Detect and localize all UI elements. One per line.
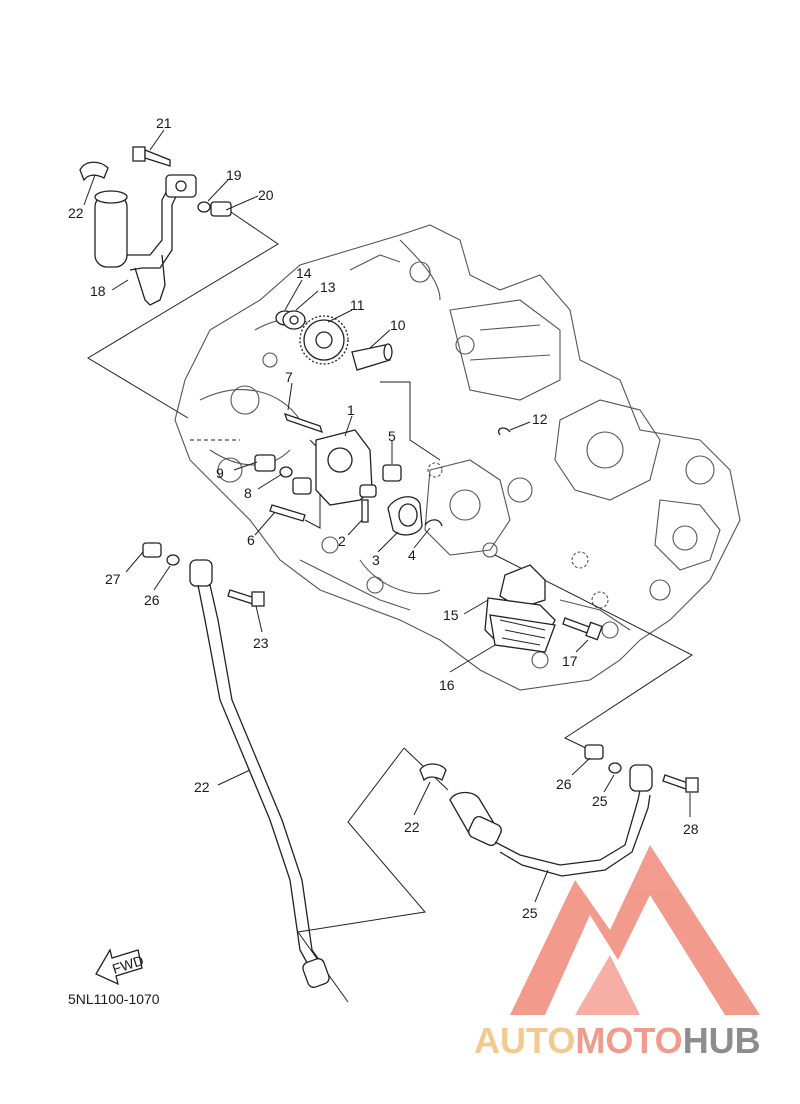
callout-5: 5: [388, 428, 396, 444]
bolt-part-7: [283, 412, 324, 434]
callout-22-lower: 22: [404, 819, 420, 835]
callout-18: 18: [90, 283, 106, 299]
hose-end-part-23: [302, 958, 330, 988]
callout-11: 11: [350, 297, 365, 313]
callout-1: 1: [347, 402, 355, 418]
engine-crankcase: [174, 224, 741, 691]
callout-23: 22: [194, 779, 210, 795]
oil-strainer-assembly: [484, 564, 603, 653]
elbow-fitting-left: [189, 559, 213, 587]
callout-labels: 21 19 20 22 18 14 13 11 10 7 1 5 12 9 8 …: [68, 115, 699, 921]
circlip-part-4: [424, 519, 443, 527]
watermark-text: AUTOMOTOHUB: [474, 1020, 761, 1061]
callout-19: 19: [226, 167, 242, 183]
strainer-body-part-15: [499, 564, 546, 609]
shaft-part-10: [351, 344, 391, 371]
callout-7: 7: [285, 369, 293, 385]
dowel-part-5: [382, 464, 402, 482]
callout-17: 17: [562, 653, 578, 669]
callout-13: 13: [320, 279, 336, 295]
oring-part-19: [197, 201, 211, 213]
hose-part-18: [94, 194, 128, 268]
oring-part-25-right: [608, 762, 622, 774]
callout-10: 10: [390, 317, 406, 333]
fwd-label: FWD: [110, 952, 145, 977]
pin-part-2: [361, 499, 369, 523]
callout-16: 16: [439, 677, 455, 693]
callout-26-right: 26: [556, 776, 572, 792]
oring-part-25-left: [166, 554, 180, 566]
leader-lines: [83, 129, 691, 903]
collar-part-26-right: [584, 744, 604, 760]
callout-25-right: 25: [592, 793, 608, 809]
clamp-part-22-upper: [79, 161, 109, 182]
group-lines: [87, 209, 693, 1003]
bolt-part-21: [132, 146, 146, 162]
callout-25-left: 26: [144, 592, 160, 608]
oring-part-8: [279, 466, 293, 478]
hose-part-27: [468, 816, 502, 846]
watermark-logo: AUTOMOTOHUB: [474, 845, 761, 1061]
collar-part-9: [254, 454, 276, 472]
collar-part-26-left: [142, 542, 162, 558]
callout-12: 12: [532, 411, 548, 427]
clip-part-12: [498, 427, 511, 436]
oil-pipe-lower-right: [419, 744, 699, 877]
oil-pipe-lower-left: [142, 542, 330, 988]
callout-2: 2: [338, 533, 346, 549]
fwd-arrow-icon: FWD: [95, 948, 146, 986]
elbow-fitting-right: [629, 764, 653, 792]
callout-28: 28: [683, 821, 699, 837]
callout-22-upper: 22: [68, 205, 84, 221]
callout-27: 25: [522, 905, 538, 921]
diagram-code: 5NL1100-1070: [68, 991, 160, 1007]
callout-21: 21: [156, 115, 172, 131]
callout-26-left: 27: [105, 571, 121, 587]
callout-4: 4: [408, 547, 416, 563]
callout-20: 20: [258, 187, 274, 203]
callout-15: 15: [443, 607, 459, 623]
collar-part-20: [210, 201, 232, 217]
bolt-part-6: [269, 504, 306, 522]
automotohub-logo-icon: [510, 845, 760, 1015]
oil-pipe-upper-assembly: [79, 146, 232, 306]
bolt-part-24: [227, 589, 256, 605]
callout-14: 14: [296, 265, 312, 281]
callout-3: 3: [372, 552, 380, 568]
oil-pump-assembly: [254, 310, 511, 536]
callout-6: 6: [247, 532, 255, 548]
callout-24: 23: [253, 635, 269, 651]
callout-9: 9: [216, 465, 224, 481]
bolt-part-28: [662, 774, 689, 790]
clamp-part-22-lower: [419, 763, 447, 782]
callout-8: 8: [244, 485, 252, 501]
